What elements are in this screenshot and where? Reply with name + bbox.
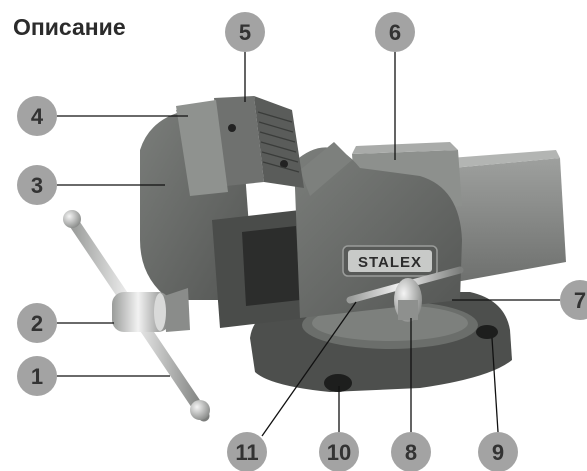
swivel-lock-lever [346, 266, 464, 322]
callout-circle [227, 432, 267, 471]
page-title: Описание [13, 14, 126, 40]
leader-line-9 [491, 337, 499, 433]
callout-1: 1 [17, 356, 57, 396]
callout-5: 5 [225, 12, 265, 52]
callout-8: 8 [391, 432, 431, 471]
callout-circle [17, 165, 57, 205]
vise-base [250, 292, 512, 392]
callout-circle [375, 12, 415, 52]
brand-label: STALEX [358, 254, 422, 271]
callout-number: 1 [31, 364, 43, 389]
screw-handle [63, 210, 210, 422]
leader-lines [57, 52, 560, 437]
callout-circle [478, 432, 518, 471]
leader-line-11 [261, 301, 357, 437]
callout-number: 10 [327, 440, 351, 465]
callout-2: 2 [17, 303, 57, 343]
callout-number: 2 [31, 311, 43, 336]
callout-circle [560, 280, 587, 320]
jaw-screw-bottom [280, 160, 288, 168]
jaw-screw-top [228, 124, 236, 132]
callout-number: 3 [31, 173, 43, 198]
callout-11: 11 [227, 432, 267, 471]
jaw-plates [176, 96, 304, 196]
callout-badges: 1 2 3 4 5 6 7 8 9 10 11 [17, 12, 587, 471]
callout-circle [17, 303, 57, 343]
callout-6: 6 [375, 12, 415, 52]
callout-4: 4 [17, 96, 57, 136]
callout-10: 10 [319, 432, 359, 471]
callout-circle [319, 432, 359, 471]
callout-number: 7 [574, 288, 586, 313]
callout-circle [225, 12, 265, 52]
mounting-hole-right [476, 325, 498, 339]
callout-9: 9 [478, 432, 518, 471]
callout-3: 3 [17, 165, 57, 205]
callout-number: 6 [389, 20, 401, 45]
callout-number: 8 [405, 440, 417, 465]
callout-7: 7 [560, 280, 587, 320]
mounting-hole-front [324, 374, 352, 392]
callout-circle [17, 96, 57, 136]
callout-number: 5 [239, 20, 251, 45]
handle-end-bottom [190, 400, 210, 420]
callout-number: 9 [492, 440, 504, 465]
callout-number: 11 [235, 440, 258, 465]
handle-end-top [63, 210, 81, 228]
callout-circle [391, 432, 431, 471]
brand-plate: STALEX [342, 245, 438, 277]
callout-circle [17, 356, 57, 396]
callout-number: 4 [31, 104, 44, 129]
